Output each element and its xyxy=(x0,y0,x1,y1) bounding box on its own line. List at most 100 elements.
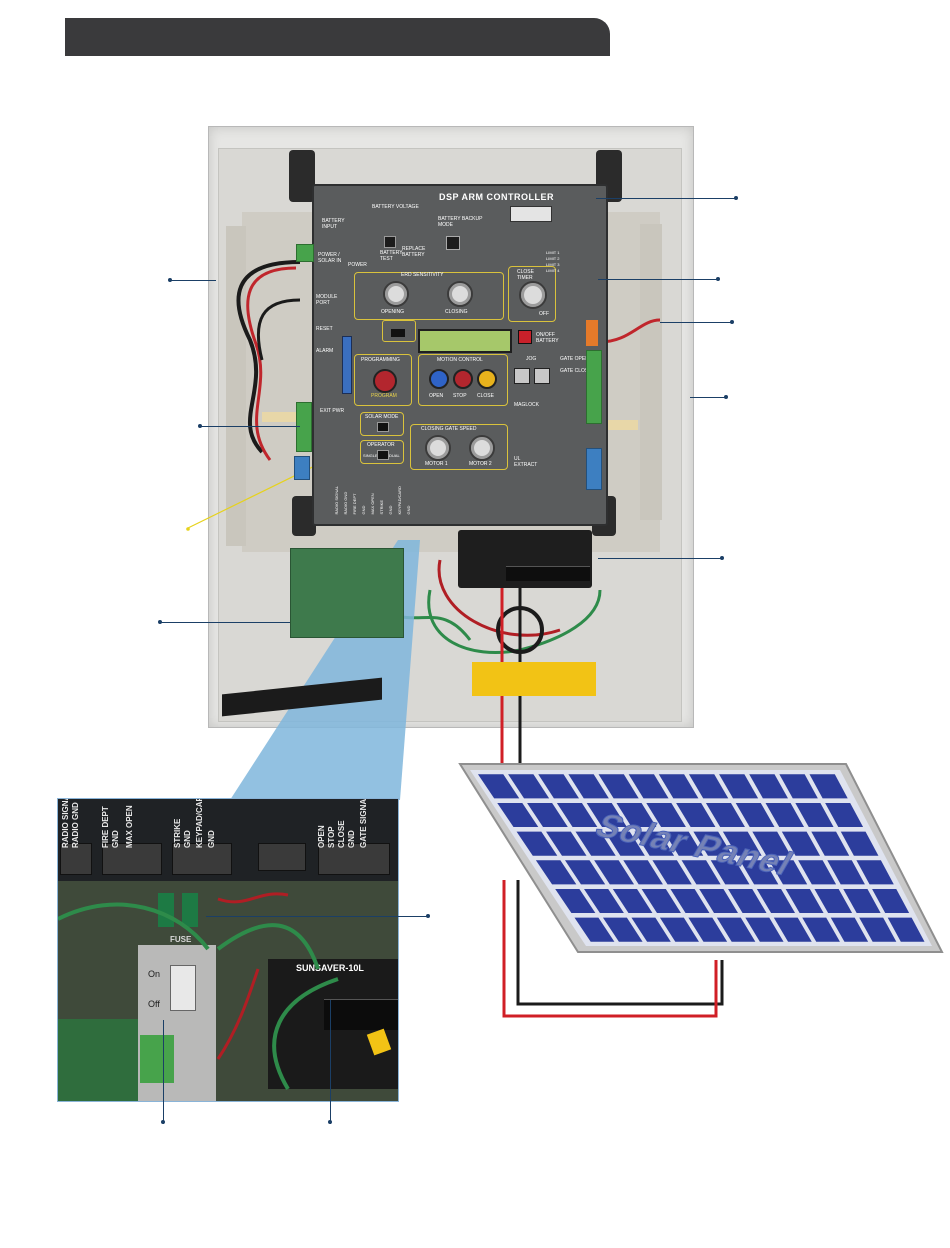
replace-battery-label: REPLACE BATTERY xyxy=(402,246,426,258)
solar-cells xyxy=(477,774,925,942)
inset-wires xyxy=(58,892,339,1091)
solar-cell xyxy=(811,831,850,856)
solar-cell xyxy=(802,917,840,942)
close-button[interactable] xyxy=(477,369,497,389)
motor-2-speed-knob[interactable] xyxy=(469,435,495,461)
solar-cell xyxy=(634,831,675,856)
solar-cell xyxy=(586,802,627,828)
solar-cell xyxy=(646,802,686,828)
callout-dot xyxy=(198,424,202,428)
erd-closing-label: CLOSING xyxy=(445,309,468,315)
charge-controller-terminals[interactable] xyxy=(506,566,590,581)
solar-cell xyxy=(623,860,663,885)
module-circuit-board xyxy=(290,548,404,638)
closing-gate-speed-label: CLOSING GATE SPEED xyxy=(421,426,477,432)
solar-cell xyxy=(809,774,848,799)
hysecurity-logo xyxy=(510,206,552,222)
battery-backup-mode-label: BATTERY BACKUP MODE xyxy=(438,216,483,228)
solar-cell xyxy=(779,774,818,799)
inset-switch-off-label: Off xyxy=(148,999,160,1009)
stop-button[interactable] xyxy=(453,369,473,389)
on-off-battery-switch[interactable] xyxy=(518,330,532,344)
inset-circuit-board xyxy=(58,1019,138,1101)
solar-cell xyxy=(716,917,756,942)
solar-cell xyxy=(556,802,598,828)
callout-dot xyxy=(426,914,430,918)
solar-cell xyxy=(652,860,692,885)
solar-mode-panel: SOLAR MODE xyxy=(360,412,404,436)
erd-opening-label: OPENING xyxy=(381,309,405,315)
program-button[interactable] xyxy=(373,369,397,393)
battery-right xyxy=(640,224,662,520)
motor-1-label: MOTOR 1 xyxy=(425,461,448,467)
inset-radio-terminal[interactable] xyxy=(60,843,92,875)
inset-fuse-2[interactable] xyxy=(182,893,198,927)
usb-port[interactable] xyxy=(391,329,405,337)
battery-backup-switch[interactable] xyxy=(446,236,460,250)
inset-strike-terminal[interactable] xyxy=(172,843,232,875)
solar-mode-label: SOLAR MODE xyxy=(365,414,399,420)
callout-dot xyxy=(724,395,728,399)
callout-line-module-board xyxy=(160,622,290,623)
maglock-label: MAGLOCK xyxy=(514,402,540,408)
solar-cell xyxy=(612,888,653,914)
solar-cell xyxy=(574,917,615,942)
close-timer-label: CLOSE TIMER xyxy=(517,269,534,281)
solar-cell xyxy=(628,774,669,799)
solar-cell xyxy=(728,888,767,914)
gate-terminal-block[interactable] xyxy=(586,350,602,424)
inset-power-switch[interactable] xyxy=(170,965,196,1011)
warning-label xyxy=(472,662,596,696)
solar-cell xyxy=(872,888,910,914)
lcd-display xyxy=(418,329,512,353)
exit-pwr-terminal[interactable] xyxy=(296,402,312,452)
solar-cell xyxy=(710,860,750,885)
solar-cell xyxy=(516,831,558,856)
solar-cell xyxy=(535,860,577,885)
solar-cell xyxy=(814,888,853,914)
solar-cell xyxy=(739,860,779,885)
jog-close-button[interactable] xyxy=(534,368,550,384)
solar-cell xyxy=(859,917,897,942)
callout-dot xyxy=(168,278,172,282)
open-button[interactable] xyxy=(429,369,449,389)
mount-bracket-left xyxy=(289,150,315,202)
inset-fire-dept-terminal[interactable] xyxy=(102,843,162,875)
inset-switch-on-label: On xyxy=(148,969,161,979)
solar-cell xyxy=(699,888,738,914)
motor-1-speed-knob[interactable] xyxy=(425,435,451,461)
close-timer-knob[interactable] xyxy=(519,281,547,309)
erd-closing-knob[interactable] xyxy=(447,281,473,307)
sensor-terminal-block[interactable] xyxy=(586,448,602,490)
solar-mode-switch[interactable] xyxy=(377,422,389,432)
power-solar-terminal[interactable] xyxy=(296,244,314,262)
operator-dual-label: DUAL xyxy=(389,453,400,458)
dip-switch-bank[interactable] xyxy=(342,336,352,394)
battery-input-label: BATTERY INPUT xyxy=(322,218,345,230)
solar-cell xyxy=(477,774,520,799)
jog-open-button[interactable] xyxy=(514,368,530,384)
callout-line-fuse xyxy=(206,916,428,917)
battery-test-button[interactable] xyxy=(384,236,396,248)
callout-line-exit-power xyxy=(200,426,300,427)
aux-terminal[interactable] xyxy=(294,456,310,480)
inset-fuse-label: FUSE xyxy=(170,935,192,944)
solar-cell xyxy=(658,774,699,799)
close-timer-off-label: OFF xyxy=(539,311,549,317)
erd-opening-knob[interactable] xyxy=(383,281,409,307)
inset-motion-terminal[interactable] xyxy=(318,843,390,875)
motor-terminal-orange[interactable] xyxy=(586,320,598,346)
solar-cell xyxy=(604,831,645,856)
callout-line-battery xyxy=(690,397,726,398)
operator-panel: OPERATOR SINGLE DUAL xyxy=(360,440,404,464)
inset-charger-terminals[interactable] xyxy=(324,999,398,1030)
limit-labels: LIMIT 1 LIMIT 2 LIMIT 3 LIMIT 4 xyxy=(546,250,574,274)
callout-dot xyxy=(158,620,162,624)
callout-line-controller xyxy=(596,198,736,199)
inset-green-terminal[interactable] xyxy=(140,1035,174,1083)
solar-cell xyxy=(795,802,834,828)
operator-switch[interactable] xyxy=(377,450,389,460)
solar-cell xyxy=(594,860,635,885)
inset-center-connector[interactable] xyxy=(258,843,306,871)
